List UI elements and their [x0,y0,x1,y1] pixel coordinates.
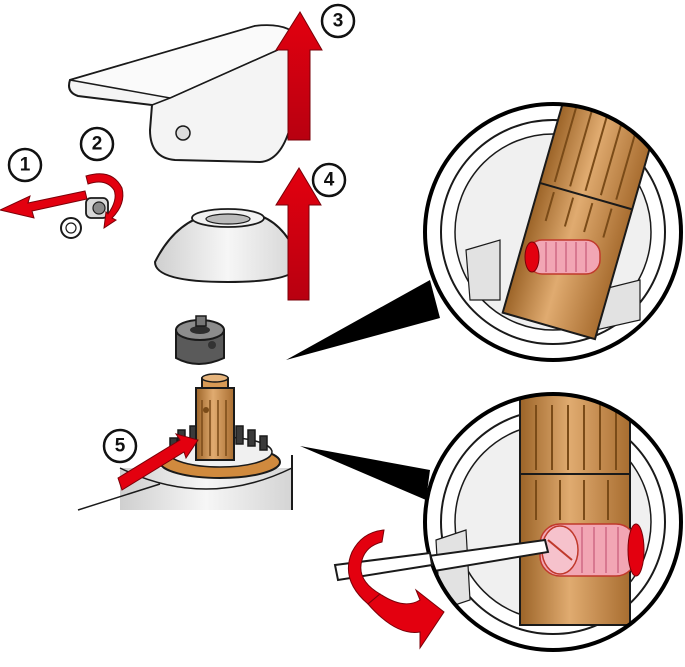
step-number: 3 [333,11,344,32]
step-badge-5: 5 [104,430,136,462]
step-number: 2 [92,134,103,155]
set-screw-nut [86,198,108,218]
valve-body [120,374,292,510]
handle-screw-hole [176,126,190,140]
cover-cap [61,218,81,238]
magnifier-callout [300,446,430,500]
step-number: 5 [115,436,126,457]
step-badge-4: 4 [313,164,345,196]
step-badge-1: 1 [9,149,41,181]
step-badge-3: 3 [322,5,354,37]
left-arrow [0,191,87,218]
step-number: 1 [20,155,31,176]
step-badge-2: 2 [81,128,113,160]
set-screw [525,240,600,274]
dome-cover [155,209,300,282]
detail-view-top [425,82,681,360]
set-screw [540,524,644,576]
step-number: 4 [324,170,335,191]
adapter-collar [176,316,224,364]
